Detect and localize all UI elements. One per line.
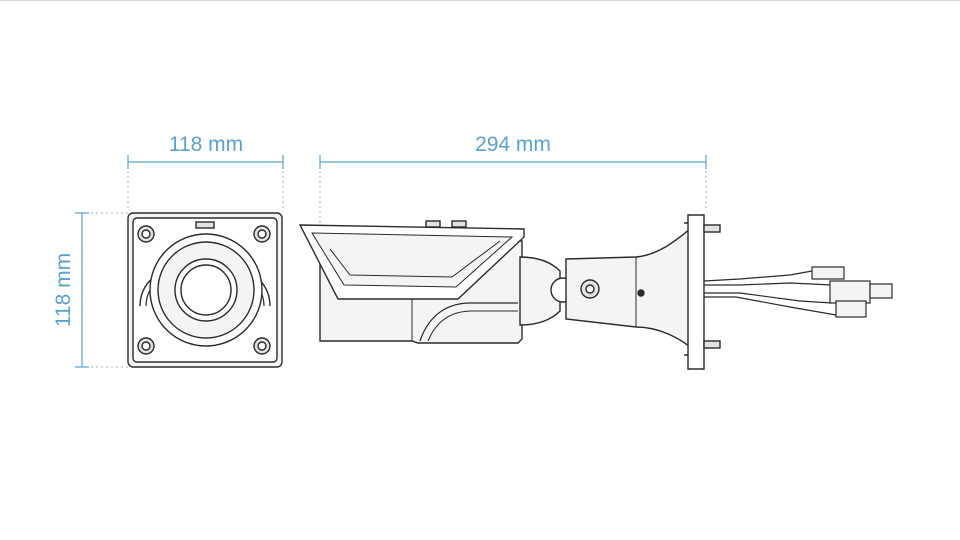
side-sunshield-ridge bbox=[329, 240, 501, 278]
front-screw-top-right-icon bbox=[253, 225, 271, 243]
side-sunshield-inner bbox=[311, 232, 514, 288]
side-top-tab-1 bbox=[425, 220, 441, 228]
side-cable-connector-tip bbox=[869, 283, 893, 299]
side-wall-plate-ribs bbox=[684, 222, 688, 356]
side-wall-screw-bottom bbox=[703, 340, 721, 349]
front-screw-bottom-left-icon bbox=[137, 337, 155, 355]
front-screw-bottom-right-icon bbox=[253, 337, 271, 355]
side-cable-bundle bbox=[703, 266, 893, 318]
side-cable-connector-1 bbox=[811, 266, 845, 280]
side-mount-screw-icon bbox=[580, 279, 600, 299]
camera-front-view-icon bbox=[127, 212, 283, 368]
front-screw-top-left-icon bbox=[137, 225, 155, 243]
side-cable-connector-2 bbox=[829, 280, 871, 304]
side-top-tab-2 bbox=[451, 220, 467, 228]
side-body-contour bbox=[419, 302, 518, 342]
front-width-label: 118 mm bbox=[169, 133, 243, 156]
side-body-contour-inner bbox=[427, 310, 518, 342]
side-length-label: 294 mm bbox=[475, 133, 551, 156]
camera-side-view-icon bbox=[298, 214, 893, 370]
front-top-tab bbox=[195, 221, 215, 229]
side-rear-neck bbox=[519, 256, 561, 326]
side-wall-screw-top bbox=[703, 224, 721, 233]
front-height-label: 118 mm bbox=[52, 253, 75, 327]
side-mount-set-screw bbox=[637, 289, 645, 297]
front-lens-glass bbox=[180, 264, 232, 316]
side-wall-plate bbox=[687, 214, 705, 370]
side-cable-connector-3 bbox=[835, 300, 867, 318]
dimension-lines bbox=[75, 155, 707, 368]
